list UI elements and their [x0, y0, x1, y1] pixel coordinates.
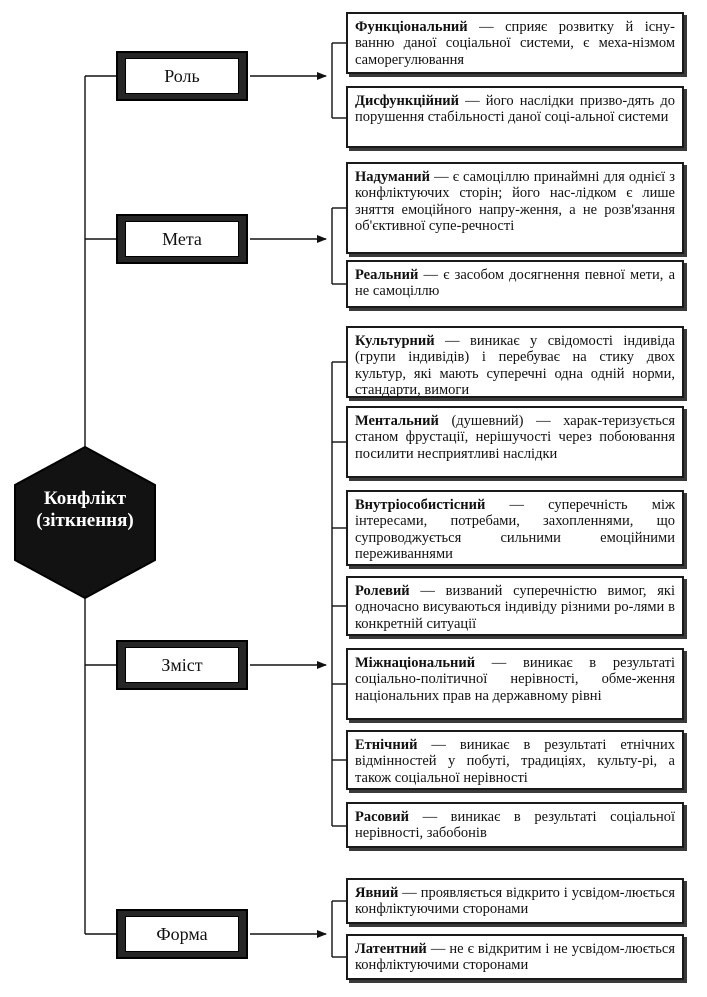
box-text: — визваний суперечністю вимог, які одноч… [355, 583, 675, 632]
box-text: — проявляється відкрито і усвідом-люєтьс… [355, 885, 675, 918]
box-contrived: Надуманий — є самоціллю принаймні для од… [346, 162, 684, 254]
box-term: Культурний [355, 333, 435, 349]
box-term: Явний [355, 885, 399, 901]
box-text: (душевний) — харак-теризується станом фр… [355, 413, 675, 462]
box-latent: Латентний — не є відкритим і не усвідом-… [346, 934, 684, 980]
box-term: Надуманий [355, 169, 431, 185]
box-interethnic-national: Міжнаціональний — виникає в результаті с… [346, 648, 684, 720]
box-text: — його наслідки призво-дять до порушення… [355, 93, 675, 126]
box-text: — виникає в результаті соціальної нерівн… [355, 809, 675, 842]
box-text: — виникає в результаті етнічних відмінно… [355, 737, 675, 786]
center-title: Конфлікт [43, 488, 127, 509]
box-text: — сприяє розвитку й існу-ванню даної соц… [355, 19, 675, 68]
box-text: — є засобом досягнення певної мети, а не… [355, 267, 675, 300]
category-label: Роль [125, 58, 239, 94]
category-label: Зміст [125, 647, 239, 683]
category-label: Форма [125, 916, 239, 952]
box-text: — суперечність між інтересами, потребами… [355, 497, 675, 563]
box-intrapersonal: Внутріособистісний — суперечність між ін… [346, 490, 684, 566]
box-mental: Ментальний (душевний) — харак-теризуєтьс… [346, 406, 684, 478]
box-term: Внутріособистісний [355, 497, 486, 513]
box-real: Реальний — є засобом досягнення певної м… [346, 260, 684, 308]
center-subtitle: (зіткнення) [36, 510, 134, 531]
center-hexagon [14, 445, 156, 600]
box-cultural: Культурний — виникає у свідомості індиві… [346, 326, 684, 398]
box-term: Функціональний [355, 19, 468, 35]
category-goal: Мета [116, 214, 248, 264]
box-racial: Расовий — виникає в результаті соціально… [346, 802, 684, 848]
box-text: — є самоціллю принаймні для однієї з кон… [355, 169, 675, 235]
box-term: Ментальний [355, 413, 439, 429]
category-label: Мета [125, 221, 239, 257]
box-term: Етнічний [355, 737, 418, 753]
center-node-label: Конфлікт (зіткнення) [14, 488, 156, 532]
box-term: Реальний [355, 267, 419, 283]
box-term: Міжнаціональний [355, 655, 476, 671]
box-term: Расовий [355, 809, 409, 825]
box-term: Латентний [355, 941, 427, 957]
category-content: Зміст [116, 640, 248, 690]
box-explicit: Явний — проявляється відкрито і усвідом-… [346, 878, 684, 924]
box-ethnic: Етнічний — виникає в результаті етнічних… [346, 730, 684, 790]
box-dysfunctional: Дисфункційний — його наслідки призво-дят… [346, 86, 684, 148]
category-role: Роль [116, 51, 248, 101]
box-text: — виникає у свідомості індивіда (групи і… [355, 333, 675, 399]
connector-lines [84, 42, 346, 958]
box-text: — не є відкритим і не усвідом-люється ко… [355, 941, 675, 974]
box-role-conflict: Ролевий — визваний суперечністю вимог, я… [346, 576, 684, 636]
category-form: Форма [116, 909, 248, 959]
box-functional: Функціональний — сприяє розвитку й існу-… [346, 12, 684, 74]
box-text: — виникає в результаті соціально-політич… [355, 655, 675, 704]
box-term: Дисфункційний [355, 93, 460, 109]
box-term: Ролевий [355, 583, 410, 599]
